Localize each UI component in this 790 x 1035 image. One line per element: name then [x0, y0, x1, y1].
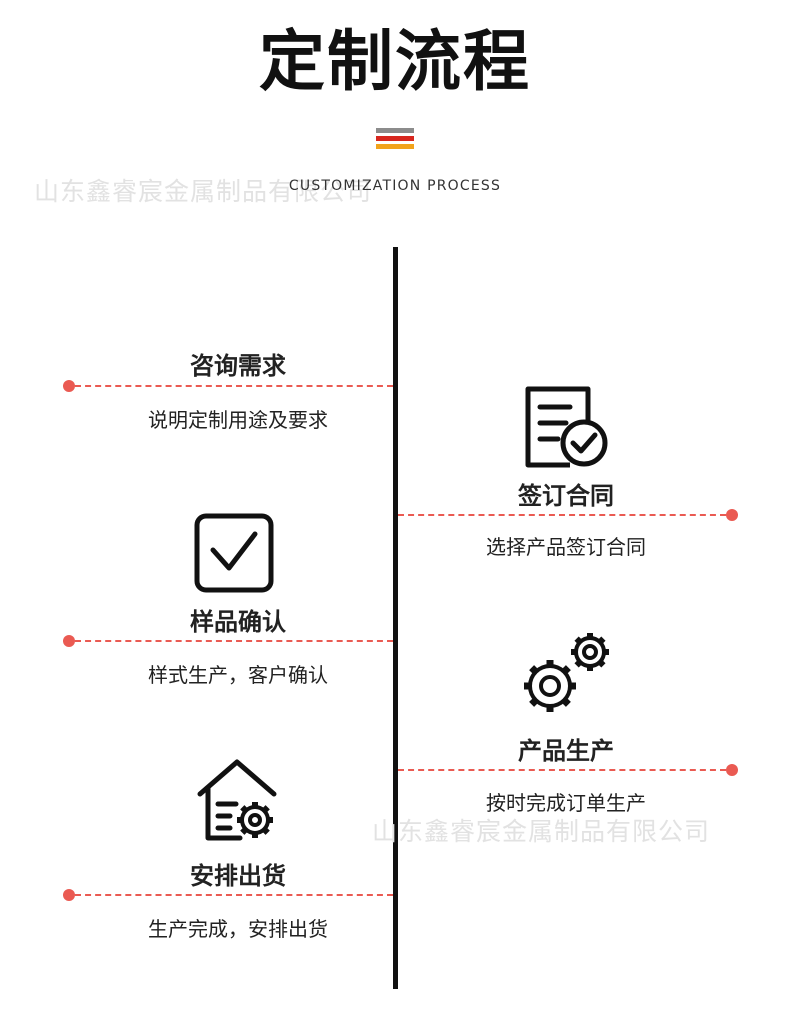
contract-check-icon — [525, 386, 608, 468]
step-2-title: 签订合同 — [518, 482, 614, 510]
timeline-axis — [393, 247, 398, 989]
watermark-bottom: 山东鑫睿宸金属制品有限公司 — [372, 817, 711, 846]
step-4-title: 产品生产 — [518, 737, 614, 765]
step-4-connector — [398, 769, 726, 771]
checkbox-icon — [194, 513, 274, 593]
step-2-dot — [726, 509, 738, 521]
step-2-desc: 选择产品签订合同 — [486, 535, 646, 559]
page-subtitle: CUSTOMIZATION PROCESS — [288, 178, 502, 194]
page-title: 定制流程 — [259, 23, 531, 100]
step-1-connector — [75, 385, 393, 387]
step-1-dot — [63, 380, 75, 392]
flag-stripes — [376, 128, 414, 152]
step-1-title: 咨询需求 — [190, 352, 286, 380]
gears-icon — [524, 633, 609, 712]
step-4-dot — [726, 764, 738, 776]
warehouse-gear-icon — [197, 759, 277, 841]
step-3-desc: 样式生产，客户确认 — [148, 663, 328, 687]
step-1-desc: 说明定制用途及要求 — [148, 408, 328, 432]
step-5-connector — [75, 894, 393, 896]
step-5-dot — [63, 889, 75, 901]
step-2-connector — [398, 514, 726, 516]
step-3-connector — [75, 640, 393, 642]
step-3-title: 样品确认 — [190, 608, 286, 636]
step-5-title: 安排出货 — [190, 862, 286, 890]
watermark-top: 山东鑫睿宸金属制品有限公司 — [34, 177, 373, 206]
step-4-desc: 按时完成订单生产 — [486, 791, 646, 815]
step-3-dot — [63, 635, 75, 647]
step-5-desc: 生产完成，安排出货 — [148, 917, 328, 941]
